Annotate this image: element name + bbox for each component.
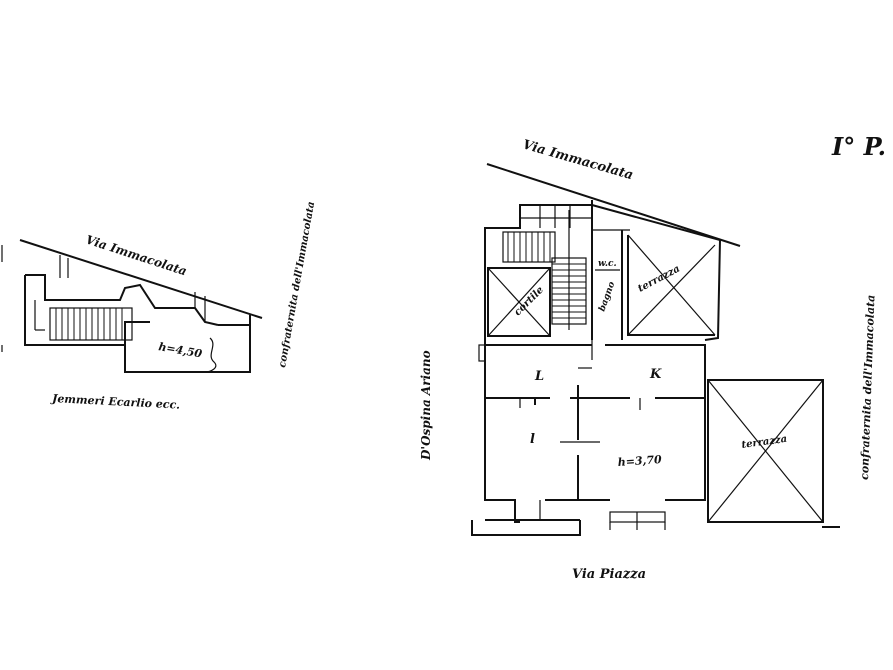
main-plan: cortile [419, 137, 877, 582]
room-cortile: cortile [487, 267, 551, 337]
room-terrazza-top: terrazza [627, 234, 716, 336]
room-terrazza-right: terrazza [707, 379, 840, 528]
bagno-label: bagno [597, 281, 617, 314]
main-street-top-label: Via Immacolata [521, 137, 635, 183]
left-room-height: h=4,50 [157, 340, 203, 361]
room-bedroom-mark: l [530, 432, 535, 447]
room-letto-left-mark: L [534, 369, 544, 384]
main-street-bottom-label: Via Piazza [572, 567, 646, 582]
left-street-top-label: Via Immacolata [84, 233, 189, 279]
central-stair [520, 205, 592, 330]
room-bagno: w.c. bagno [591, 205, 630, 340]
terrazza-right-label: terrazza [741, 434, 788, 451]
floor-label: I° P. [831, 132, 886, 161]
wc-label: w.c. [598, 259, 617, 269]
left-neighbor-right-label: confraternita dell'Immacolata [277, 201, 317, 369]
left-stair [55, 308, 123, 340]
upper-left-stair [502, 231, 556, 263]
main-street-left-label: D'Ospina Ariano [419, 350, 433, 461]
main-neighbor-right-label: confraternita dell'Immacolata [858, 294, 877, 480]
left-neighbor-bottom-label: Jemmeri Ecarlio ecc. [50, 392, 181, 412]
main-room-height: h=3,70 [617, 453, 662, 469]
left-plan: Via Immacolata h=4,50 Jemmeri Ecarlio ec… [1, 201, 317, 412]
room-kitchen-mark: K [649, 367, 662, 382]
